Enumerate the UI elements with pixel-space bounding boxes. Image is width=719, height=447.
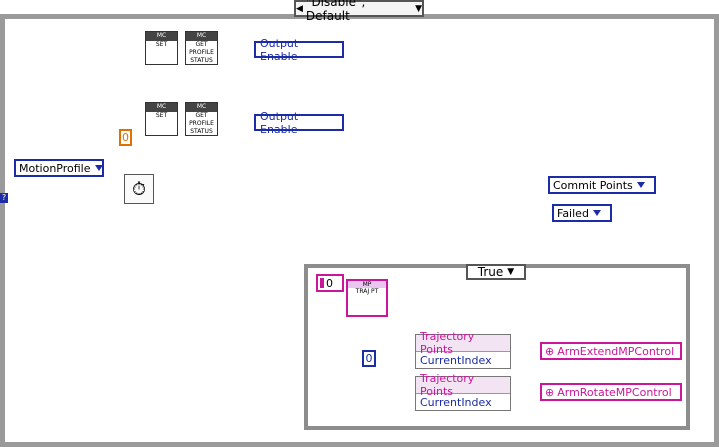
dropdown-arrow-icon [94,165,103,171]
commit-points-label: Commit Points [553,178,633,192]
traj-label: TRAJ PT [355,288,379,295]
inner-case-selector[interactable]: True ▼ [466,264,526,280]
case-selector-label: "Disable", Default [305,0,366,23]
traj-pt-block[interactable]: MP TRAJ PT [346,279,388,317]
output-enable-label: Output Enable [260,109,299,136]
mc-header: MC [146,103,177,112]
numeric-constant-value: 0 [122,131,129,144]
property-field: CurrentIndex [416,351,510,368]
numeric-constant-orange[interactable]: 0 [119,129,132,146]
mc-get-profile-status-block[interactable]: MC GET PROFILE STATUS [185,31,218,65]
numeric-constant-value: 0 [326,276,333,290]
mc-label: SET [155,41,168,48]
globe-icon: ⊕ [545,344,555,358]
arm-extend-ref[interactable]: ⊕ ArmExtendMPControl [540,342,682,360]
property-node[interactable]: Trajectory Points CurrentIndex [415,330,511,369]
property-field: CurrentIndex [416,393,510,410]
motion-profile-enum[interactable]: MotionProfile [14,159,104,177]
property-field: Trajectory Points [420,330,475,356]
dropdown-arrow-icon: ▼ [507,267,515,277]
output-enable-indicator: Output Enable [254,110,344,136]
globe-icon: ⊕ [545,385,555,399]
inner-case-label: True [477,265,504,279]
motion-profile-label: MotionProfile [19,161,91,175]
dropdown-arrow-icon [636,182,645,188]
ref-label: ArmExtendMPControl [557,344,675,358]
ref-label: ArmRotateMPControl [557,385,672,399]
mc-label: GET PROFILE STATUS [189,41,214,64]
mc-label: GET PROFILE STATUS [189,112,214,135]
mc-get-profile-status-block[interactable]: MC GET PROFILE STATUS [185,102,218,136]
traj-header: MP [348,281,386,288]
increment-arrow-icon[interactable]: ▼ [415,3,422,14]
mc-set-block[interactable]: MC SET [145,102,178,136]
case-selector[interactable]: ◀ "Disable", Default ▼ [294,0,424,23]
numeric-constant-value: 0 [365,352,373,365]
stopwatch-icon[interactable]: ⏱ [124,174,154,204]
mc-label: SET [155,112,168,119]
failed-enum[interactable]: Failed [552,204,612,222]
question-terminal-icon: ? [0,193,8,203]
decrement-arrow-icon[interactable]: ◀ [296,3,303,14]
arm-rotate-ref[interactable]: ⊕ ArmRotateMPControl [540,383,682,401]
property-field: Trajectory Points [420,372,475,398]
mc-header: MC [186,32,217,41]
commit-points-enum[interactable]: Commit Points [548,176,656,194]
dropdown-arrow-icon [592,210,601,216]
array-index-constant[interactable]: 0 [316,274,344,292]
output-enable-label: Output Enable [260,36,299,63]
mc-header: MC [146,32,177,41]
array-bracket-icon [320,278,324,288]
failed-label: Failed [557,206,589,220]
property-node[interactable]: Trajectory Points CurrentIndex [415,372,511,411]
numeric-constant-blue[interactable]: 0 [362,350,376,367]
output-enable-indicator: Output Enable [254,37,344,63]
mc-header: MC [186,103,217,112]
mc-set-block[interactable]: MC SET [145,31,178,65]
